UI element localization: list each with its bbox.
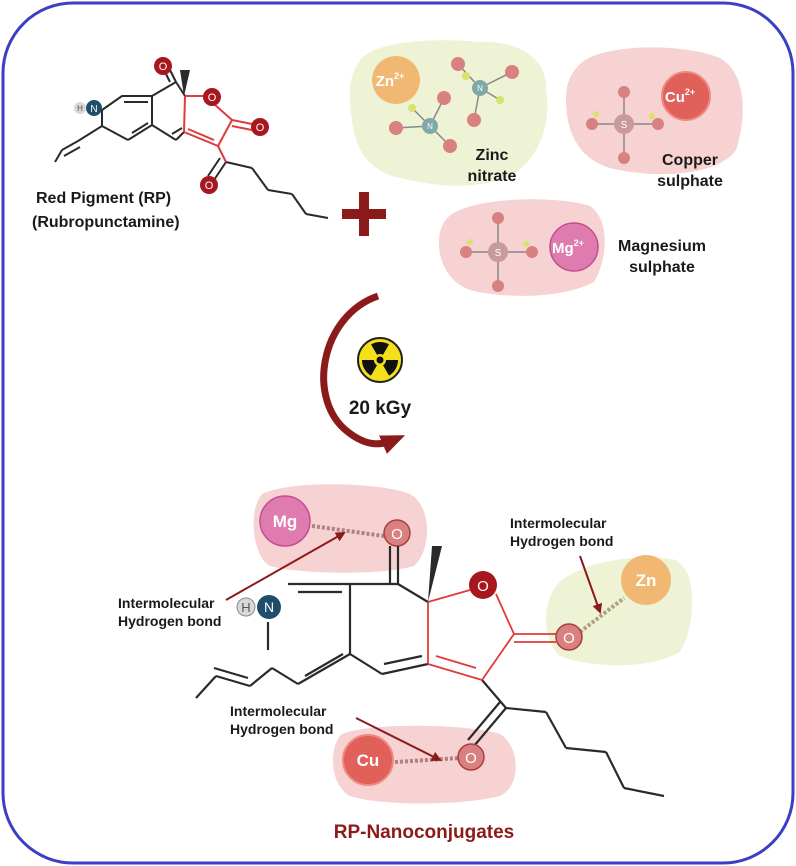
zinc-salt-line1: Zinc xyxy=(476,147,509,164)
sulphate-copper: S xyxy=(586,86,664,164)
product-o-acyl xyxy=(457,743,485,771)
svg-text:Mg2+: Mg2+ xyxy=(552,238,584,257)
reactant-o-carbonyl-label: O xyxy=(256,122,265,134)
hbond-mg xyxy=(311,524,385,538)
product-o-ring xyxy=(469,571,497,599)
svg-text:S: S xyxy=(495,248,502,259)
hbond-label-cu-line2: Hydrogen bond xyxy=(230,721,333,737)
product-methyl-wedge xyxy=(428,546,442,602)
product-molecule xyxy=(195,546,665,798)
product-n-atom xyxy=(257,595,281,619)
hbond-label-cu-line1: Intermolecular xyxy=(230,703,327,719)
product-cu-label: Cu xyxy=(357,751,380,770)
hbond-label-zn-line2: Hydrogen bond xyxy=(510,533,613,549)
irradiation-dose: 20 kGy xyxy=(349,398,412,419)
hbond-arrow-mg xyxy=(225,532,346,601)
zinc-salt-line2: nitrate xyxy=(468,168,517,185)
svg-text:N: N xyxy=(264,599,274,615)
nitrate-atoms: N N xyxy=(389,57,519,153)
magnesium-ion xyxy=(549,222,599,272)
zinc-ion xyxy=(372,56,420,104)
magnesium-cloud xyxy=(438,199,605,296)
product-lactone-ring xyxy=(427,589,556,681)
svg-text:N: N xyxy=(477,84,483,93)
svg-text:O: O xyxy=(391,526,403,543)
copper-ion-charge: 2+ xyxy=(685,87,695,97)
hbond-label-mg-line2: Hydrogen bond xyxy=(118,613,221,629)
hbond-arrow-zn xyxy=(579,555,603,614)
reactant-o-ketone xyxy=(154,57,172,75)
reactant-o-ketone-label: O xyxy=(159,61,168,73)
svg-text:O: O xyxy=(477,578,489,595)
magnesium-salt-line2: sulphate xyxy=(629,259,695,276)
reactant-subname: (Rubropunctamine) xyxy=(32,214,180,231)
magnesium-ion-charge: 2+ xyxy=(574,238,584,248)
reactant-n-label: N xyxy=(90,104,97,115)
reactant-molecule xyxy=(54,65,329,219)
plus-sign xyxy=(342,192,386,236)
magnesium-ion-symbol: Mg xyxy=(552,240,574,257)
reactant-h-atom xyxy=(74,102,86,114)
reactant-o-acyl xyxy=(200,176,218,194)
product-mg-ion xyxy=(259,495,311,547)
reactant-lactone-ring xyxy=(183,95,253,163)
zinc-cloud xyxy=(349,40,548,186)
product-h-atom xyxy=(236,597,256,617)
hbond-cu xyxy=(394,756,461,764)
product-o-carbonyl xyxy=(555,623,583,651)
zinc-ion-symbol: Zn xyxy=(376,73,394,90)
sulphate-magnesium: S xyxy=(460,212,538,292)
radiation-icon xyxy=(357,337,403,383)
reactant-o-ring xyxy=(203,88,221,106)
hbond-label-mg-line1: Intermolecular xyxy=(118,595,215,611)
zinc-ion-charge: 2+ xyxy=(394,71,404,81)
svg-text:S: S xyxy=(621,120,628,131)
copper-ion xyxy=(661,71,711,121)
reactant-n-atom xyxy=(86,100,102,116)
magnesium-salt-line1: Magnesium xyxy=(618,238,706,255)
svg-text:Cu2+: Cu2+ xyxy=(665,87,695,106)
hbond-zn xyxy=(578,596,626,634)
svg-text:Zn2+: Zn2+ xyxy=(376,71,405,90)
reactant-o-acyl-label: O xyxy=(205,180,214,192)
product-mg-label: Mg xyxy=(273,512,298,531)
svg-text:H: H xyxy=(241,600,250,615)
reactant-h-label: H xyxy=(77,104,83,113)
svg-text:O: O xyxy=(563,630,575,647)
product-cu-ion xyxy=(342,734,394,786)
product-zn-label: Zn xyxy=(636,571,657,590)
copper-salt-line1: Copper xyxy=(662,152,718,169)
reactant-o-ring-label: O xyxy=(208,92,217,104)
copper-ion-symbol: Cu xyxy=(665,89,685,106)
product-title: RP-Nanoconjugates xyxy=(334,822,515,843)
irradiation-arrow xyxy=(320,292,406,454)
hbond-arrow-cu xyxy=(355,717,442,761)
methyl-wedge xyxy=(180,70,190,96)
svg-text:N: N xyxy=(427,122,433,131)
reactant-name: Red Pigment (RP) xyxy=(36,190,171,207)
hbond-label-zn-line1: Intermolecular xyxy=(510,515,607,531)
svg-text:O: O xyxy=(465,750,477,767)
copper-salt-line2: sulphate xyxy=(657,173,723,190)
product-zn-ion xyxy=(621,555,671,605)
reactant-o-carbonyl xyxy=(251,118,269,136)
